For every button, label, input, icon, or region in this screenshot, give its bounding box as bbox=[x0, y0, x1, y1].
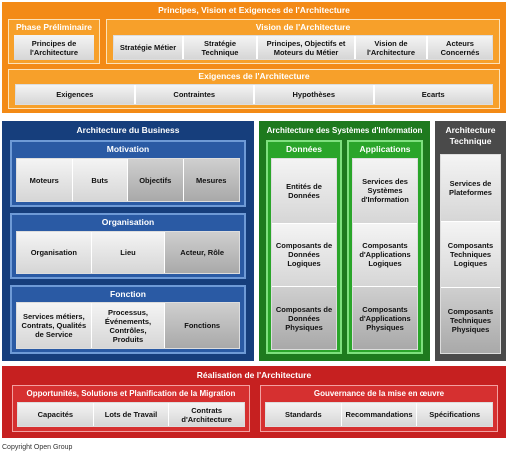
principes-vision-exigences-block: Principes, Vision et Exigences de l'Arch… bbox=[2, 2, 506, 113]
fonction-title: Fonction bbox=[110, 289, 146, 299]
composants-donnees-logiques-cell: Composants de Données Logiques bbox=[272, 223, 336, 287]
vision-items-row: Stratégie Métier Stratégie Technique Pri… bbox=[113, 35, 493, 60]
gouvernance-title: Gouvernance de la mise en œuvre bbox=[313, 389, 445, 398]
fonctions-cell: Fonctions bbox=[165, 303, 240, 348]
strategie-metier-cell: Stratégie Métier bbox=[114, 36, 182, 59]
contraintes-cell: Contraintes bbox=[135, 85, 253, 104]
contrats-architecture-cell: Contrats d'Architecture bbox=[169, 403, 245, 426]
fonction-panel: Fonction Services métiers, Contrats, Qua… bbox=[10, 285, 246, 354]
architecture-technique-title: Architecture Technique bbox=[445, 125, 496, 146]
ecarts-cell: Ecarts bbox=[374, 85, 492, 104]
copyright-text: Copyright Open Group bbox=[2, 444, 73, 451]
composants-applications-logiques-cell: Composants d'Applications Logiques bbox=[353, 223, 417, 287]
applications-title: Applications bbox=[359, 144, 411, 154]
vision-architecture-panel: Vision de l'Architecture Stratégie Métie… bbox=[106, 19, 500, 64]
hypotheses-cell: Hypothèses bbox=[255, 85, 373, 104]
architecture-si-title: Architecture des Systèmes d'Information bbox=[266, 126, 423, 135]
donnees-panel: Données Entités de Données Composants de… bbox=[266, 140, 342, 354]
organisation-panel: Organisation Organisation Lieu Acteur, R… bbox=[10, 213, 246, 279]
donnees-items-col: Entités de Données Composants de Données… bbox=[271, 158, 337, 350]
exigences-items-row: Exigences Contraintes Hypothèses Ecarts bbox=[15, 84, 493, 105]
realisation-architecture-block: Réalisation de l'Architecture Opportunit… bbox=[2, 366, 506, 438]
lots-travail-cell: Lots de Travail bbox=[93, 403, 169, 426]
lieu-cell: Lieu bbox=[91, 232, 165, 273]
principes-vision-exigences-title: Principes, Vision et Exigences de l'Arch… bbox=[158, 5, 350, 15]
architecture-business-block: Architecture du Business Motivation Mote… bbox=[2, 121, 254, 361]
standards-cell: Standards bbox=[266, 403, 341, 426]
motivation-title: Motivation bbox=[106, 144, 150, 154]
exigences-architecture-title: Exigences de l'Architecture bbox=[198, 71, 310, 81]
composants-techniques-physiques-cell: Composants Techniques Physiques bbox=[441, 288, 500, 354]
motivation-items-row: Moteurs Buts Objectifs Mesures bbox=[16, 158, 240, 202]
moteurs-cell: Moteurs bbox=[17, 159, 72, 201]
opportunites-items-row: Capacités Lots de Travail Contrats d'Arc… bbox=[17, 402, 245, 427]
organisation-title: Organisation bbox=[101, 217, 155, 227]
acteur-role-cell: Acteur, Rôle bbox=[165, 232, 240, 273]
capacites-cell: Capacités bbox=[18, 403, 93, 426]
vision-architecture-cell: Vision de l'Architecture bbox=[356, 36, 426, 59]
composants-donnees-physiques-cell: Composants de Données Physiques bbox=[272, 287, 336, 349]
realisation-architecture-title: Réalisation de l'Architecture bbox=[196, 370, 312, 380]
acteurs-concernes-cell: Acteurs Concernés bbox=[428, 36, 492, 59]
composants-applications-physiques-cell: Composants d'Applications Physiques bbox=[353, 287, 417, 349]
entites-donnees-cell: Entités de Données bbox=[272, 159, 336, 223]
principes-objectifs-moteurs-cell: Principes, Objectifs et Moteurs du Métie… bbox=[258, 36, 354, 59]
architecture-business-title: Architecture du Business bbox=[76, 125, 180, 135]
applications-panel: Applications Services des Systèmes d'Inf… bbox=[347, 140, 423, 354]
composants-techniques-logiques-cell: Composants Techniques Logiques bbox=[441, 221, 500, 288]
opportunites-panel: Opportunités, Solutions et Planification… bbox=[12, 385, 250, 432]
organisation-items-row: Organisation Lieu Acteur, Rôle bbox=[16, 231, 240, 274]
objectifs-cell: Objectifs bbox=[128, 159, 183, 201]
architecture-technique-block: Architecture Technique Services de Plate… bbox=[435, 121, 506, 361]
specifications-cell: Spécifications bbox=[417, 403, 493, 426]
processus-evenements-cell: Processus, Événements, Contrôles, Produi… bbox=[91, 303, 165, 348]
principes-architecture-cell: Principes de l'Architecture bbox=[14, 35, 94, 60]
services-plateformes-cell: Services de Plateformes bbox=[441, 155, 500, 221]
recommandations-cell: Recommandations bbox=[341, 403, 417, 426]
gouvernance-panel: Gouvernance de la mise en œuvre Standard… bbox=[260, 385, 498, 432]
motivation-panel: Motivation Moteurs Buts Objectifs Mesure… bbox=[10, 140, 246, 207]
applications-items-col: Services des Systèmes d'Information Comp… bbox=[352, 158, 418, 350]
strategie-technique-cell: Stratégie Technique bbox=[184, 36, 256, 59]
vision-architecture-title: Vision de l'Architecture bbox=[255, 22, 351, 32]
services-systemes-information-cell: Services des Systèmes d'Information bbox=[353, 159, 417, 223]
phase-preliminaire-panel: Phase Préliminaire Principes de l'Archit… bbox=[8, 19, 100, 64]
exigences-architecture-panel: Exigences de l'Architecture Exigences Co… bbox=[8, 69, 500, 109]
phase-preliminaire-title: Phase Préliminaire bbox=[15, 22, 93, 32]
services-metiers-cell: Services métiers, Contrats, Qualités de … bbox=[17, 303, 91, 348]
architecture-si-block: Architecture des Systèmes d'Information … bbox=[259, 121, 430, 361]
buts-cell: Buts bbox=[72, 159, 127, 201]
exigences-cell: Exigences bbox=[16, 85, 134, 104]
mesures-cell: Mesures bbox=[183, 159, 239, 201]
fonction-items-row: Services métiers, Contrats, Qualités de … bbox=[16, 302, 240, 349]
organisation-cell: Organisation bbox=[17, 232, 91, 273]
donnees-title: Données bbox=[286, 144, 322, 154]
technique-items-col: Services de Plateformes Composants Techn… bbox=[440, 154, 501, 354]
opportunites-title: Opportunités, Solutions et Planification… bbox=[26, 389, 236, 398]
gouvernance-items-row: Standards Recommandations Spécifications bbox=[265, 402, 493, 427]
